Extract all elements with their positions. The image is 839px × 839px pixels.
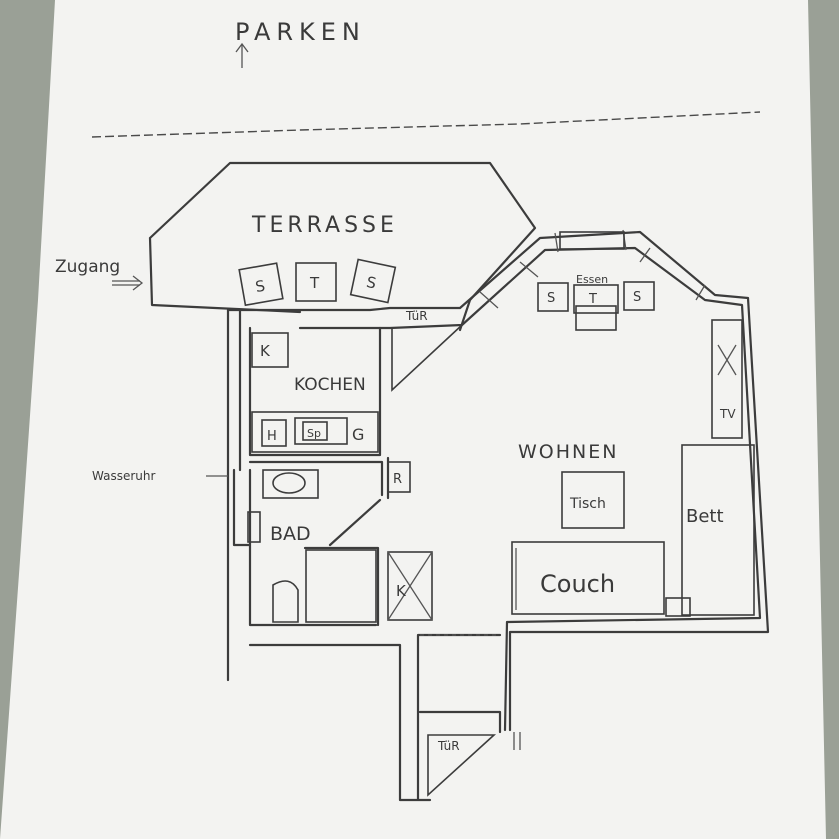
tv-label: TV (719, 407, 736, 421)
left-wall (226, 308, 378, 682)
night-table (665, 597, 691, 617)
toilet (272, 580, 299, 623)
svg-text:S: S (365, 273, 378, 293)
appliance-g: G (352, 425, 364, 444)
window-top (559, 231, 625, 250)
tuer-bottom-label: TüR (437, 739, 460, 753)
terrace-chair-left: S (238, 262, 284, 307)
fridge: K (251, 332, 289, 368)
dining-chair-left: S (537, 282, 569, 312)
bathroom-basin (272, 472, 306, 494)
dining-chair-right: S (623, 281, 655, 311)
terrace-table: T (295, 262, 337, 302)
svg-text:K: K (260, 342, 271, 360)
svg-text:Sp: Sp (307, 427, 321, 440)
street-line (91, 111, 761, 138)
svg-text:K: K (396, 582, 407, 600)
tisch: Tisch (561, 471, 625, 529)
kochen-label: KOCHEN (294, 375, 366, 395)
svg-text:S: S (254, 277, 267, 296)
zugang-arrow-icon (112, 275, 144, 291)
terrace-chair-right: S (349, 258, 397, 304)
parken-arrow-icon (235, 42, 249, 68)
wall-fixture (247, 511, 261, 543)
bett: Bett (681, 444, 755, 616)
sink: Sp (294, 417, 348, 445)
bathroom-sink (262, 469, 319, 499)
tv-cabinet-cross (717, 344, 737, 376)
wasseruhr-label: Wasseruhr (92, 469, 155, 483)
tv-cabinet (711, 319, 743, 439)
svg-text:Couch: Couch (540, 570, 615, 598)
svg-text:Tisch: Tisch (569, 496, 606, 512)
tuer-top-label: TüR (405, 309, 428, 323)
couch: Couch (511, 541, 665, 615)
building-top-wall-inner (298, 246, 762, 732)
svg-text:S: S (547, 291, 555, 306)
svg-text:S: S (633, 290, 641, 305)
svg-text:Bett: Bett (686, 506, 724, 527)
svg-text:H: H (267, 429, 277, 444)
kitchen-counter (251, 411, 379, 453)
shelf-r: R (387, 461, 411, 493)
stove: H (261, 419, 287, 447)
shower (305, 549, 377, 623)
dining-table: T (573, 284, 619, 314)
door-bottom-jamb (513, 732, 521, 750)
dining-bench (575, 305, 617, 331)
svg-text:R: R (393, 472, 402, 487)
kitchen-wall (248, 326, 382, 457)
zugang-label: Zugang (55, 257, 120, 277)
terrasse-label: TERRASSE (251, 213, 398, 238)
door-bottom-swing (427, 734, 497, 797)
wohnen-label: WOHNEN (518, 441, 618, 463)
door-top-swing (391, 324, 463, 392)
parken-label: PARKEN (235, 18, 366, 46)
svg-text:T: T (588, 292, 597, 307)
bad-label: BAD (270, 523, 311, 545)
svg-text:T: T (309, 274, 320, 292)
essen-label: Essen (576, 273, 608, 286)
wardrobe: K (387, 551, 433, 621)
